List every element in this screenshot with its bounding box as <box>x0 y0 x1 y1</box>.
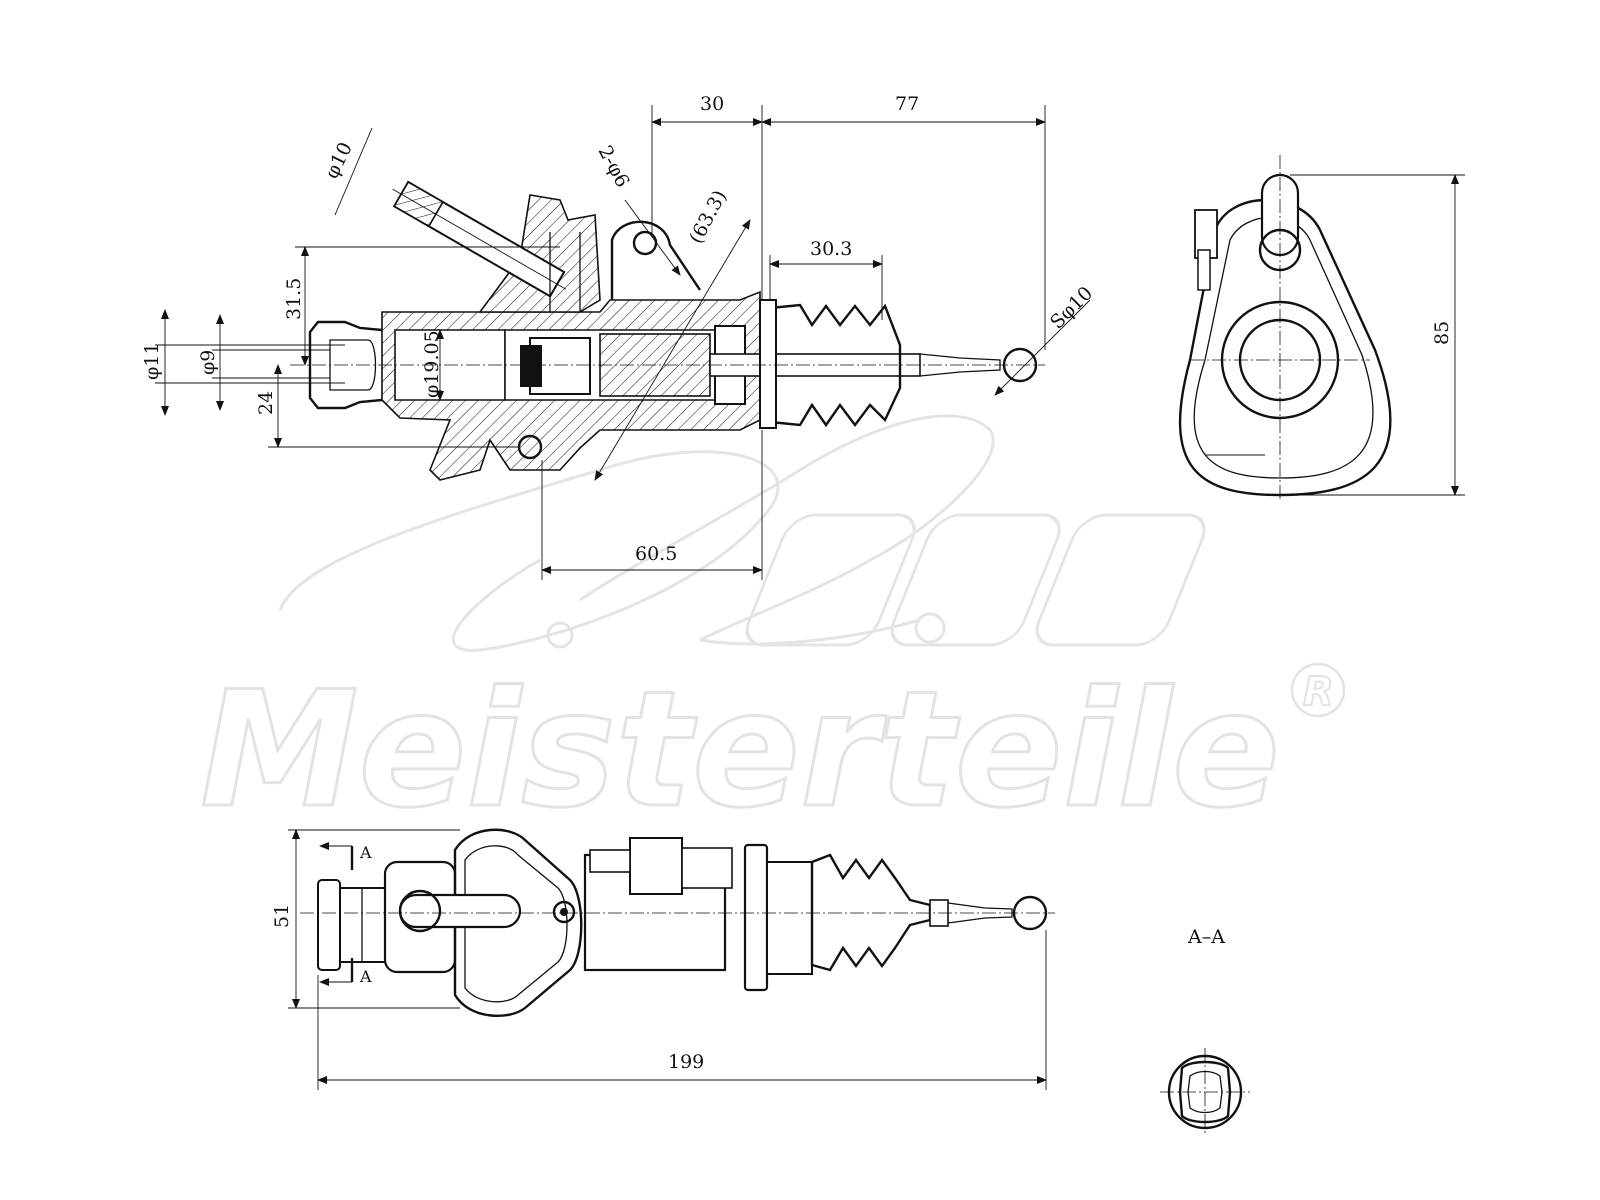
outlet-port <box>308 320 383 410</box>
outlet-port-ext <box>317 879 341 971</box>
boot-base-ext <box>766 861 813 975</box>
dim-30: 30 <box>700 93 724 115</box>
bleed-screw-ext <box>552 900 576 924</box>
outlet-collar-ext <box>339 887 391 963</box>
section-a-a: A–A <box>1160 926 1250 1136</box>
dim-60-5: 60.5 <box>635 543 677 565</box>
section-a-a-title: A–A <box>1187 926 1225 948</box>
section-view <box>290 180 1045 481</box>
dim-63-3: (63.3) <box>685 187 731 248</box>
dim-phi19-05: φ19.05 <box>421 330 443 398</box>
outlet-port-bore <box>329 339 377 391</box>
section-mark-a-bottom: A <box>359 967 372 986</box>
section-mark-a-top: A <box>359 843 372 862</box>
inlet-boss-section <box>478 194 601 313</box>
valve-seat <box>520 345 542 387</box>
dim-51: 51 <box>271 904 293 928</box>
dim-31-5: 31.5 <box>283 278 305 320</box>
exterior-view: A A 51 199 <box>271 828 1055 1090</box>
flange-ext <box>453 828 583 1018</box>
rod-ext <box>947 902 1013 924</box>
watermark-brand: Meisterteile <box>200 656 1280 843</box>
dim-2-phi6: 2-φ6 <box>594 142 634 191</box>
dim-199: 199 <box>668 1051 704 1073</box>
dim-85: 85 <box>1431 321 1453 345</box>
section-a-a-inner <box>1178 1060 1232 1124</box>
dim-sphi10: Sφ10 <box>1046 282 1097 333</box>
dim-24: 24 <box>255 391 277 415</box>
rubber-boot-section <box>768 303 902 428</box>
dim-phi11: φ11 <box>141 343 163 380</box>
watermark-registered-mark: R <box>1303 669 1334 715</box>
dim-phi9: φ9 <box>197 350 219 375</box>
cylinder-boss-ext <box>629 837 683 895</box>
inlet-tube-ext <box>398 893 522 929</box>
boot-ext <box>810 853 932 972</box>
retainer-ring-ext <box>743 843 769 992</box>
end-view: 85 <box>1178 155 1465 500</box>
mounting-hole-top <box>632 230 658 256</box>
dim-77: 77 <box>895 93 919 115</box>
dim-30-3: 30.3 <box>810 238 852 260</box>
watermark-logo <box>278 414 1206 652</box>
dim-line-63-3 <box>594 219 751 481</box>
dimensions-top: 30 77 30.3 2-φ6 (63.3) φ10 Sφ10 31.5 φ11 <box>141 93 1097 580</box>
boot-retainer <box>759 299 777 429</box>
registered-mark-circle <box>1290 662 1346 718</box>
watermark: Meisterteile R <box>199 414 1346 845</box>
inlet-tube <box>392 180 566 298</box>
